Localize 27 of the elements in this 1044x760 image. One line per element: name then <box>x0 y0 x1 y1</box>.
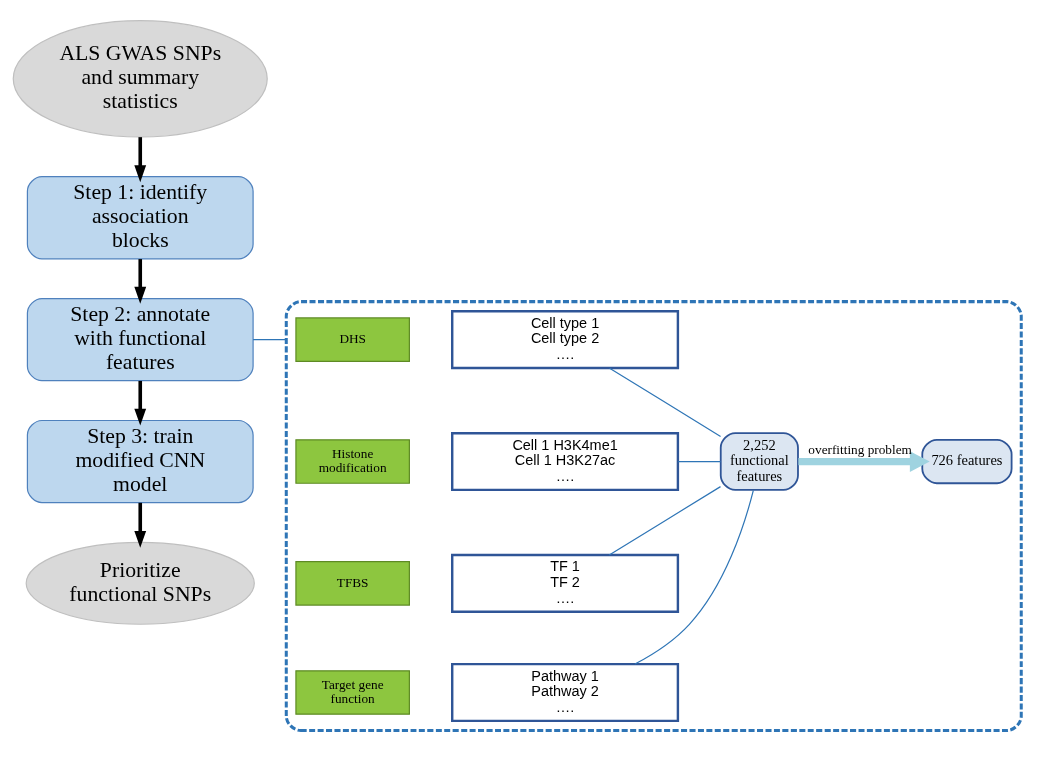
arrow <box>134 136 147 182</box>
cluster <box>284 299 1023 732</box>
edge-label: overfitting problem <box>808 441 912 457</box>
node-ellipse: ALS GWAS SNPs and summary statistics <box>12 19 268 138</box>
node-box: Pathway 1 Pathway 2 …. <box>451 662 680 722</box>
node-box: Step 1: identify association blocks <box>26 175 254 259</box>
node-ellipse: Prioritize functional SNPs <box>25 541 255 625</box>
arrow <box>798 450 930 472</box>
connector <box>252 338 287 340</box>
node-box: 2,252 functional features <box>719 431 799 491</box>
node-box: DHS <box>295 316 410 362</box>
node-box: TFBS <box>295 560 410 606</box>
node-box: Histone modification <box>295 438 410 484</box>
connector <box>609 367 722 437</box>
node-box: TF 1 TF 2 …. <box>451 553 680 613</box>
connector <box>608 485 722 556</box>
connector <box>677 460 722 462</box>
arrow <box>134 380 147 426</box>
node-box: Cell 1 H3K4me1 Cell 1 H3K27ac …. <box>451 431 680 491</box>
arrow <box>134 502 147 548</box>
arrow <box>134 258 147 304</box>
node-box: Step 3: train modified CNN model <box>26 419 254 503</box>
node-box: Target gene function <box>295 669 410 715</box>
node-box: Step 2: annotate with functional features <box>26 297 254 381</box>
node-box: Cell type 1 Cell type 2 …. <box>451 309 680 369</box>
node-box: 726 features <box>921 438 1013 484</box>
connector <box>634 489 754 665</box>
